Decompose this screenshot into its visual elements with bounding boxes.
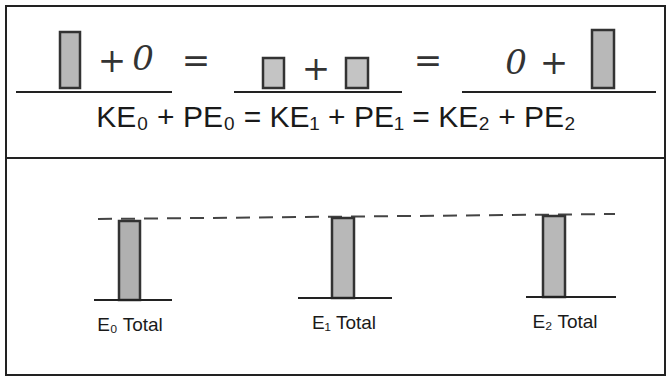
e1-total-bar — [332, 218, 354, 298]
handwritten-zero: 0 — [505, 45, 527, 79]
pe1-bar — [346, 58, 368, 88]
pe2-bar — [592, 30, 614, 88]
handwritten-zero: 0 — [132, 41, 154, 75]
frame — [6, 6, 665, 375]
divider — [6, 157, 665, 159]
baseline — [526, 296, 616, 298]
ke0-bar — [60, 32, 80, 88]
underline — [234, 91, 402, 93]
total-energy-label: E₂ Total — [532, 312, 597, 331]
handwritten-equals: = — [414, 43, 443, 77]
e0-total-bar — [119, 221, 140, 300]
baseline — [94, 299, 172, 301]
baseline — [298, 297, 392, 299]
total-energy-label: E₁ Total — [312, 313, 376, 332]
e2-total-bar — [543, 216, 565, 297]
energy-level-dashed-line — [98, 214, 615, 219]
ke1-bar — [263, 58, 284, 88]
handwritten-plus: + — [540, 45, 569, 79]
underline — [462, 91, 656, 93]
underline — [16, 91, 172, 93]
handwritten-plus: + — [302, 51, 331, 85]
total-energy-label: E₀ Total — [97, 315, 163, 334]
handwritten-plus: + — [98, 43, 127, 77]
energy-equation: KE₀ + PE₀ = KE₁ + PE₁ = KE₂ + PE₂ — [96, 102, 576, 132]
handwritten-equals: = — [182, 43, 211, 77]
